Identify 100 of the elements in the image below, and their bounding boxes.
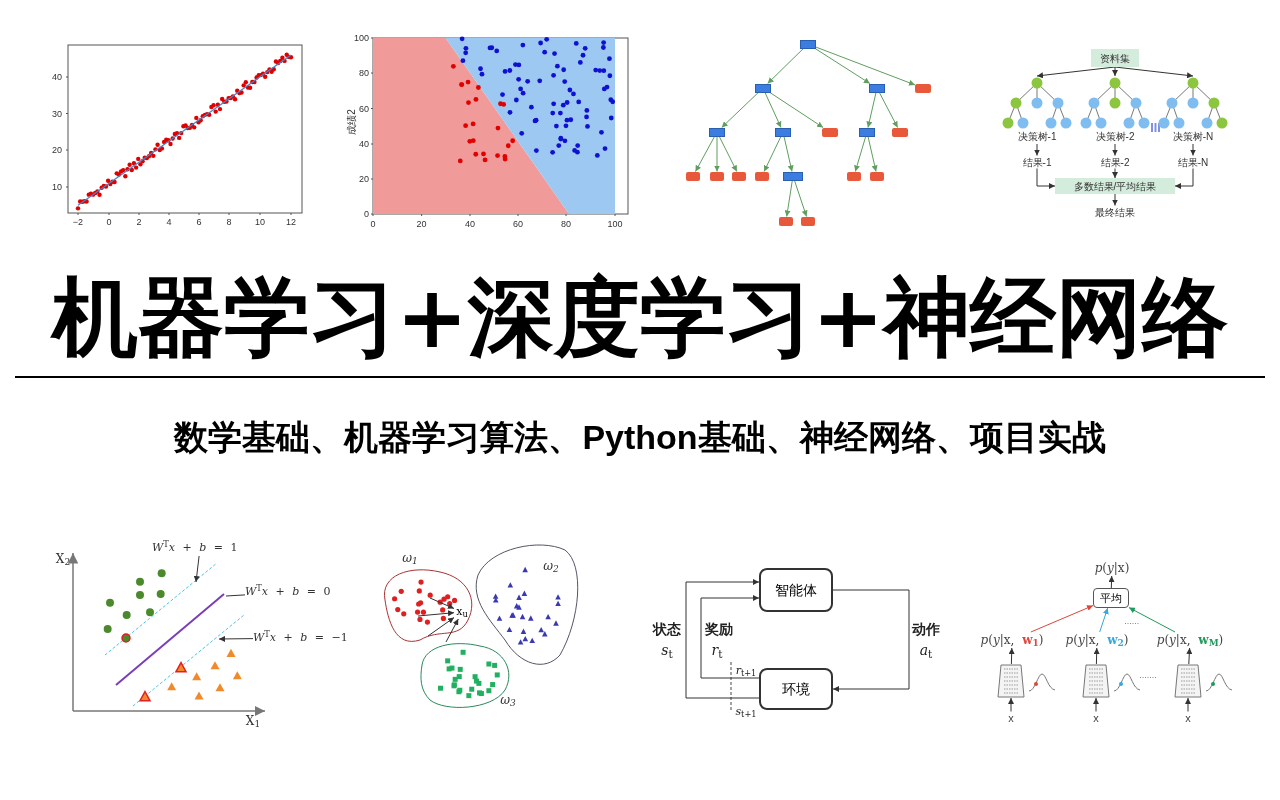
leaf-node-box — [732, 171, 746, 181]
tick-label: 40 — [52, 72, 62, 82]
leaf-node-box — [801, 216, 815, 226]
axis-label: s$_{t}$ — [661, 643, 673, 657]
axis-label: r$_{t}$ — [711, 643, 723, 657]
cluster-label: ω$_{1}$ — [402, 552, 418, 564]
tick-label: 60 — [359, 104, 369, 113]
node-label: 结果-N — [1171, 155, 1215, 169]
decision-node-box — [775, 127, 791, 137]
axis-label: s$_{t+1}$ — [735, 705, 757, 717]
arrow — [867, 136, 878, 172]
data-box: 资料集 — [1091, 49, 1139, 67]
node-caption: 决策树-1 — [1017, 130, 1057, 143]
leaf-node-box — [915, 83, 931, 93]
equation-label: W$^{T}$x + b = 1 — [152, 540, 248, 556]
network-drawing — [997, 664, 1025, 698]
tick-label: 0 — [364, 209, 369, 219]
arrow — [767, 48, 804, 84]
arrow — [714, 136, 720, 172]
leaf-node-box — [870, 171, 884, 181]
leaf-node-box — [847, 171, 861, 181]
arrow — [784, 180, 793, 217]
arrow — [1108, 575, 1115, 589]
probability-label: p(y|x, w$_{1}$) — [972, 632, 1052, 648]
node-caption: 决策树-2 — [1095, 130, 1135, 143]
axis-label: X$_{1}$ — [245, 715, 261, 727]
arrow — [1036, 168, 1056, 189]
tick-label: 8 — [226, 217, 232, 227]
tick-label: 0 — [370, 219, 376, 229]
node-caption: 决策树-N — [1172, 130, 1214, 143]
tick-label: 20 — [52, 145, 62, 155]
tick-label: −2 — [72, 217, 84, 227]
axis-label: 动作 — [912, 622, 940, 636]
decision-node-box — [709, 127, 725, 137]
arrow — [769, 92, 824, 128]
point-label: x$_{u}$ — [454, 605, 470, 619]
arrow — [1128, 607, 1176, 633]
tick-label: 100 — [607, 219, 623, 229]
arrow — [1112, 143, 1118, 156]
leaf-node-box — [892, 127, 908, 137]
data-box: 多数结果/平均结果 — [1055, 178, 1175, 194]
axis-label: 成绩2 — [347, 109, 357, 135]
tick-label: 2 — [136, 217, 142, 227]
tick-label: 40 — [359, 139, 369, 149]
leaf-node-box — [822, 127, 838, 137]
arrow — [764, 92, 782, 128]
axis-label: 奖励 — [705, 622, 733, 636]
arrow — [832, 589, 910, 692]
tick-label: 40 — [465, 219, 475, 229]
arrow — [1112, 168, 1118, 179]
arrow — [763, 136, 782, 172]
arrow — [878, 92, 899, 128]
node-label: 结果-2 — [1093, 155, 1137, 169]
tick-label: 30 — [52, 109, 62, 118]
tick-label: 10 — [52, 182, 62, 192]
equation-label: W$^{T}$x + b = −1 — [253, 630, 353, 646]
arrow — [1112, 66, 1118, 77]
input-label: x — [1182, 711, 1194, 725]
arrow — [1112, 193, 1118, 206]
arrow — [783, 136, 794, 172]
arrow — [1099, 607, 1109, 633]
node-label: 结果-1 — [1015, 155, 1059, 169]
probability-label: p(y|x, w$_{M}$) — [1150, 632, 1230, 648]
probability-label: p(y|x, w$_{2}$) — [1057, 632, 1137, 648]
axis-label: X$_{2}$ — [55, 553, 71, 565]
decision-node-box — [783, 171, 803, 181]
decision-node-box — [800, 39, 816, 49]
decision-node-box — [755, 83, 771, 93]
arrow — [1093, 697, 1099, 712]
leaf-node-box — [710, 171, 724, 181]
equation-label: W$^{T}$x + b = 0 — [245, 584, 341, 600]
arrow — [427, 617, 455, 637]
arrow — [1190, 143, 1196, 156]
leaf-node-box — [755, 171, 769, 181]
decision-node-box — [859, 127, 875, 137]
axis-label: 状态 — [653, 622, 681, 636]
network-drawing — [1082, 664, 1110, 698]
process-box: 智能体 — [759, 568, 833, 612]
leaf-node-box — [686, 171, 700, 181]
arrow — [417, 610, 455, 617]
arrow — [1030, 605, 1094, 633]
arrow — [794, 180, 808, 217]
cluster-label: ω$_{3}$ — [500, 694, 516, 706]
tick-label: 10 — [255, 217, 265, 227]
tick-label: 20 — [359, 174, 369, 184]
tick-label: 12 — [286, 217, 296, 227]
leader-line — [193, 555, 200, 583]
arrow — [1034, 143, 1040, 156]
input-label: x — [1090, 711, 1102, 725]
arrow — [429, 597, 455, 609]
axis-label: a$_{t}$ — [919, 643, 933, 657]
arrow — [815, 46, 916, 86]
arrow — [721, 92, 759, 128]
process-box: 平均 — [1093, 588, 1129, 608]
network-drawing — [1174, 664, 1202, 698]
arrow — [445, 618, 459, 643]
tick-label: 0 — [106, 217, 112, 227]
arrow — [1186, 647, 1193, 665]
arrow — [685, 579, 760, 699]
arrow — [700, 595, 760, 679]
